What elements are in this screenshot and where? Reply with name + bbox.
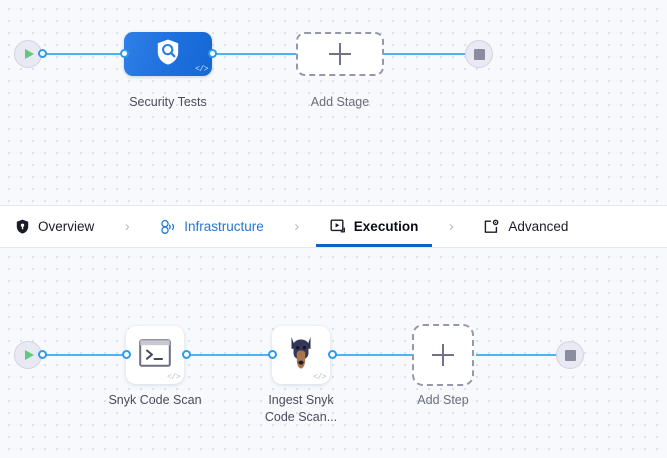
stage-graph: </> Security Tests Add Stage bbox=[0, 0, 667, 205]
shield-icon bbox=[14, 219, 30, 235]
add-step-label: Add Step bbox=[417, 393, 469, 407]
play-icon bbox=[25, 49, 34, 59]
plus-icon bbox=[432, 344, 454, 366]
add-step-button[interactable] bbox=[412, 324, 474, 386]
code-badge: </> bbox=[167, 373, 180, 382]
security-tests-input-port[interactable] bbox=[120, 49, 129, 58]
plus-icon bbox=[329, 43, 351, 65]
pipeline-start-node[interactable] bbox=[14, 40, 42, 68]
edge-start-to-snyk-code-scan bbox=[42, 354, 132, 356]
stop-icon bbox=[473, 48, 485, 60]
execution-end-node[interactable] bbox=[556, 341, 584, 369]
edge-snyk-code-scan-to-ingest bbox=[186, 354, 278, 356]
edge-start-to-security-tests bbox=[42, 53, 130, 55]
tab-separator-2: › bbox=[294, 218, 300, 235]
tab-label-advanced: Advanced bbox=[508, 219, 569, 234]
nodes-icon bbox=[160, 219, 176, 235]
step-canvas[interactable]: </> Snyk Code Scan bbox=[0, 248, 667, 458]
tab-advanced[interactable]: Advanced bbox=[470, 206, 582, 247]
edge-add-stage-to-end bbox=[374, 53, 470, 55]
terminal-icon bbox=[139, 338, 171, 372]
stage-label-security-tests: Security Tests bbox=[129, 95, 207, 109]
play-icon bbox=[25, 350, 34, 360]
snyk-code-scan-output-port[interactable] bbox=[182, 350, 191, 359]
step-graph: </> Snyk Code Scan bbox=[0, 248, 667, 458]
edge-security-tests-to-add-stage bbox=[212, 53, 304, 55]
ingest-snyk-input-port[interactable] bbox=[268, 350, 277, 359]
page-gear-icon bbox=[484, 219, 500, 235]
start-output-port[interactable] bbox=[38, 49, 47, 58]
add-stage-button[interactable] bbox=[296, 32, 384, 76]
tab-label-execution: Execution bbox=[353, 219, 419, 234]
step-node-ingest-snyk-code-scan[interactable]: </> bbox=[272, 326, 330, 384]
code-badge: </> bbox=[195, 65, 208, 74]
doberman-icon bbox=[286, 336, 316, 375]
edge-add-step-to-end bbox=[476, 354, 560, 356]
pipeline-tab-bar: Overview › Infrastructure › bbox=[0, 205, 667, 248]
play-screen-icon bbox=[330, 219, 346, 235]
add-stage-label: Add Stage bbox=[310, 95, 370, 109]
tab-overview[interactable]: Overview bbox=[0, 206, 108, 247]
step-label-snyk-code-scan: Snyk Code Scan bbox=[108, 393, 202, 407]
pipeline-end-node[interactable] bbox=[465, 40, 493, 68]
tab-label-overview: Overview bbox=[38, 219, 95, 234]
code-badge: </> bbox=[313, 373, 326, 382]
security-tests-output-port[interactable] bbox=[208, 49, 217, 58]
step-node-snyk-code-scan[interactable]: </> bbox=[126, 326, 184, 384]
tab-label-infrastructure: Infrastructure bbox=[184, 219, 264, 234]
execution-start-output-port[interactable] bbox=[38, 350, 47, 359]
tab-execution[interactable]: Execution bbox=[316, 206, 433, 247]
shield-search-icon bbox=[155, 38, 181, 71]
stage-canvas[interactable]: </> Security Tests Add Stage bbox=[0, 0, 667, 205]
step-label-ingest-snyk-code-scan: Ingest Snyk Code Scan... bbox=[264, 393, 338, 424]
snyk-code-scan-input-port[interactable] bbox=[122, 350, 131, 359]
edge-ingest-to-add-step bbox=[332, 354, 414, 356]
tab-separator-3: › bbox=[448, 218, 454, 235]
stage-node-security-tests[interactable]: </> bbox=[124, 32, 212, 76]
tab-separator-1: › bbox=[124, 218, 130, 235]
execution-start-node[interactable] bbox=[14, 341, 42, 369]
stop-icon bbox=[564, 349, 576, 361]
tab-infrastructure[interactable]: Infrastructure bbox=[146, 206, 278, 247]
ingest-snyk-output-port[interactable] bbox=[328, 350, 337, 359]
